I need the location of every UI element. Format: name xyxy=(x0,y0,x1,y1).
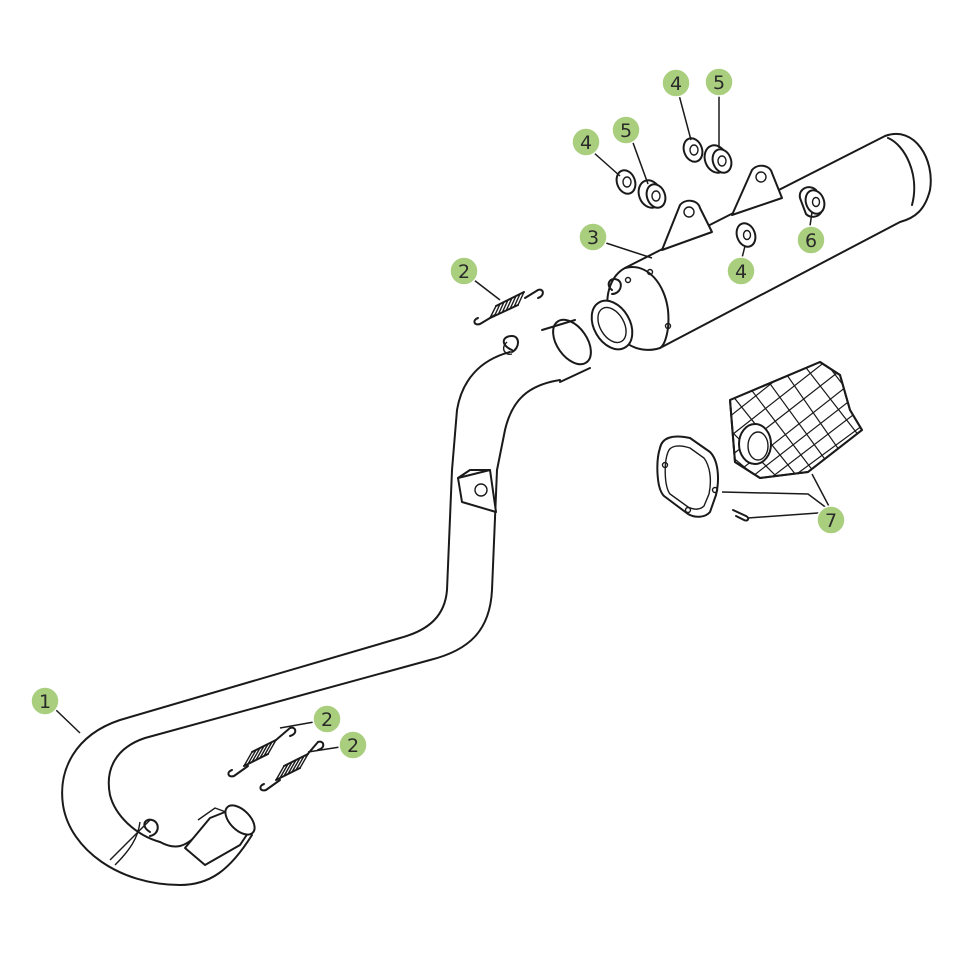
spring-top xyxy=(473,288,544,326)
rivet xyxy=(732,509,750,522)
callout-2-bottom-b: 2 xyxy=(338,730,368,760)
callout-5-right: 5 xyxy=(704,67,734,97)
spring-bottom-a xyxy=(227,726,297,778)
callout-label: 1 xyxy=(39,691,51,713)
callout-label: 2 xyxy=(321,709,333,731)
end-cap-gasket xyxy=(656,435,719,518)
callout-4-lower: 4 xyxy=(726,256,756,286)
leader-lines xyxy=(55,94,833,753)
callout-label: 3 xyxy=(587,227,599,249)
spacer xyxy=(798,186,826,218)
callout-2-top: 2 xyxy=(449,256,479,286)
washer-lower xyxy=(735,222,757,248)
grommet-left xyxy=(637,179,667,209)
washer-right xyxy=(682,137,704,163)
washer-left xyxy=(615,169,637,195)
callout-label: 5 xyxy=(713,72,725,94)
callout-label: 5 xyxy=(620,120,632,142)
header-pipe xyxy=(61,318,592,886)
callout-4-left: 4 xyxy=(571,127,601,157)
callout-6-spacer: 6 xyxy=(796,225,826,255)
silencer-packing xyxy=(729,361,863,479)
callout-7-packing: 7 xyxy=(816,505,846,535)
callout-1-header: 1 xyxy=(30,686,60,716)
callout-label: 2 xyxy=(458,261,470,283)
callout-label: 6 xyxy=(805,230,817,252)
callout-label: 7 xyxy=(825,510,837,532)
grommet-right xyxy=(703,144,733,174)
callout-5-left: 5 xyxy=(611,115,641,145)
callout-4-right: 4 xyxy=(661,68,691,98)
callout-3-muffler: 3 xyxy=(578,222,608,252)
callout-label: 4 xyxy=(580,132,592,154)
callout-label: 2 xyxy=(347,735,359,757)
callout-2-bottom-a: 2 xyxy=(312,704,342,734)
muffler xyxy=(590,133,932,351)
spring-bottom-b xyxy=(259,740,325,792)
callout-label: 4 xyxy=(735,261,747,283)
callout-label: 4 xyxy=(670,73,682,95)
